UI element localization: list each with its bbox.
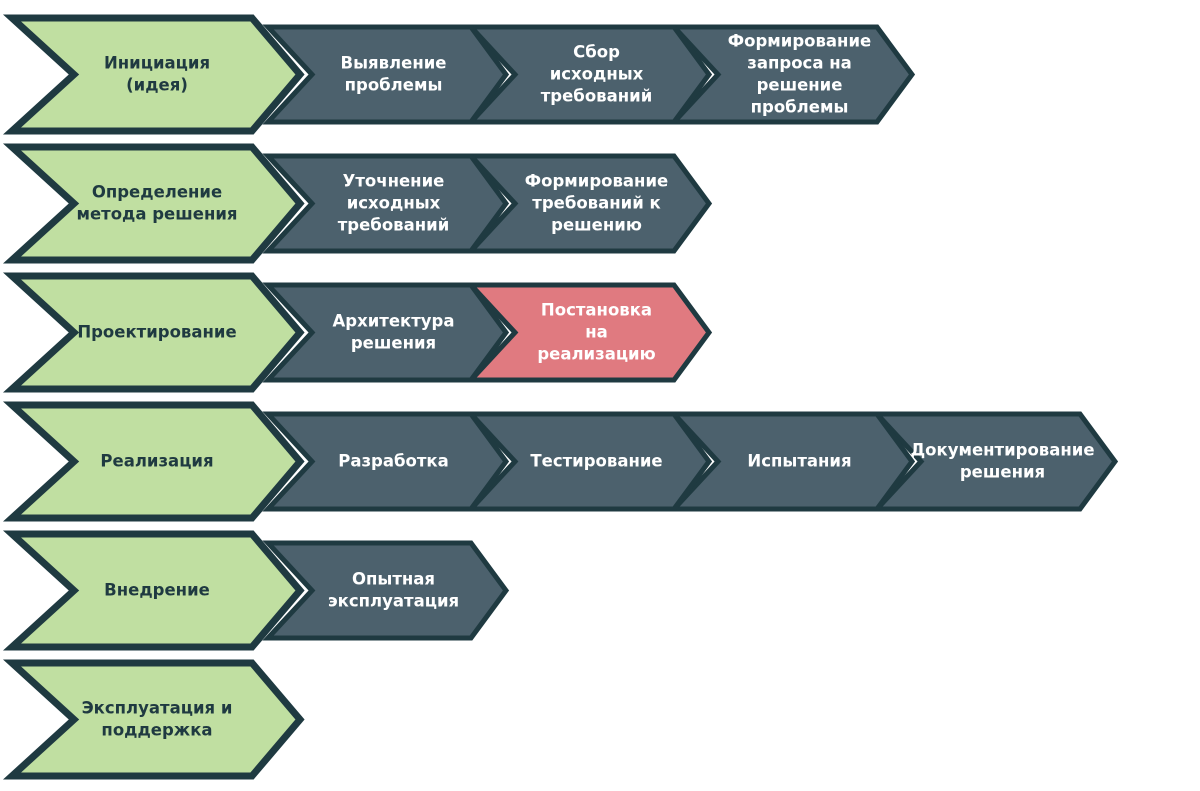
step-label-3-3-line: Документирование [910, 440, 1094, 459]
step-label-3-0: Разработка [338, 451, 449, 470]
step-label-1-0-line: требований [338, 215, 450, 234]
phase-chevron-0 [2, 14, 305, 135]
step-chevron-0-0 [262, 24, 510, 125]
step-label-0-1: Сбор исходных требований [541, 42, 653, 105]
step-chevron-3-1 [465, 411, 713, 512]
step-label-3-3-line: решения [960, 462, 1045, 481]
step-label-3-1: Тестирование [530, 451, 662, 470]
step-label-2-1-line: на [585, 322, 608, 341]
phase-label-1-line: Определение [92, 182, 222, 201]
step-label-3-2: Испытания [747, 451, 851, 470]
step-label-2-1-line: Постановка [541, 300, 652, 319]
phase-label-5-line: Эксплуатация и [82, 698, 233, 717]
step-label-2-0: Архитектура решения [332, 311, 454, 352]
step-chevron-0-2 [668, 24, 916, 125]
step-chevron-3-2 [668, 411, 916, 512]
step-chevron-1-1 [465, 153, 713, 254]
step-label-1-1-line: требований к [532, 193, 660, 212]
step-label-3-1-line: Тестирование [530, 451, 662, 470]
phase-label-3: Реализация [100, 451, 213, 470]
step-chevron-0-1 [465, 24, 713, 125]
phase-chevron-3 [2, 401, 305, 522]
step-label-0-1-line: требований [541, 86, 653, 105]
step-label-1-0-line: Уточнение [343, 171, 445, 190]
phase-chevron-2 [2, 272, 305, 393]
step-label-4-0-line: Опытная [352, 569, 435, 588]
step-label-2-0-line: решения [351, 333, 436, 352]
step-label-0-1-line: Сбор [573, 42, 620, 61]
phase-label-3-line: Реализация [100, 451, 213, 470]
step-label-3-3: Документирование решения [910, 440, 1094, 481]
step-chevron-2-0 [262, 282, 510, 383]
phase-label-1-line: метода решения [76, 204, 237, 223]
step-label-1-0: Уточнение исходных требований [338, 171, 450, 234]
step-label-0-2-line: запроса на [747, 53, 851, 72]
step-chevron-2-1 [465, 282, 713, 383]
phase-chevron-1 [2, 143, 305, 264]
step-label-0-2-line: проблемы [751, 97, 849, 116]
phase-chevron-5 [2, 659, 305, 780]
phase-label-4-line: Внедрение [104, 580, 210, 599]
step-label-0-2-line: Формирование [728, 31, 871, 50]
step-chevron-1-0 [262, 153, 510, 254]
step-label-3-0-line: Разработка [338, 451, 449, 470]
step-label-0-0: Выявление проблемы [341, 53, 447, 94]
phase-label-1: Определение метода решения [76, 182, 237, 223]
phase-chevron-4 [2, 530, 305, 651]
step-label-4-0-line: эксплуатация [328, 591, 459, 610]
step-label-1-0-line: исходных [347, 193, 441, 212]
step-label-0-2: Формирование запроса на решение проблемы [728, 31, 871, 116]
step-label-0-2-line: решение [757, 75, 843, 94]
phase-label-4: Внедрение [104, 580, 210, 599]
phase-label-5-line: поддержка [101, 720, 212, 739]
step-label-1-1-line: решению [551, 215, 642, 234]
phase-label-2: Проектирование [77, 322, 236, 341]
phase-label-2-line: Проектирование [77, 322, 236, 341]
phase-label-0-line: (идея) [126, 75, 188, 94]
step-label-0-0-line: проблемы [345, 75, 443, 94]
step-label-2-0-line: Архитектура [332, 311, 454, 330]
step-label-0-0-line: Выявление [341, 53, 447, 72]
step-chevron-4-0 [262, 540, 510, 641]
step-label-2-1: Постановка на реализацию [537, 300, 655, 363]
phase-label-0-line: Инициация [104, 53, 210, 72]
step-label-1-1: Формирование требований к решению [525, 171, 668, 234]
step-chevron-3-3 [871, 411, 1119, 512]
phase-label-5: Эксплуатация и поддержка [82, 698, 233, 739]
step-label-4-0: Опытная эксплуатация [328, 569, 459, 610]
step-chevron-3-0 [262, 411, 510, 512]
step-label-0-1-line: исходных [550, 64, 644, 83]
phase-label-0: Инициация (идея) [104, 53, 210, 94]
step-label-1-1-line: Формирование [525, 171, 668, 190]
step-label-2-1-line: реализацию [537, 344, 655, 363]
step-label-3-2-line: Испытания [747, 451, 851, 470]
